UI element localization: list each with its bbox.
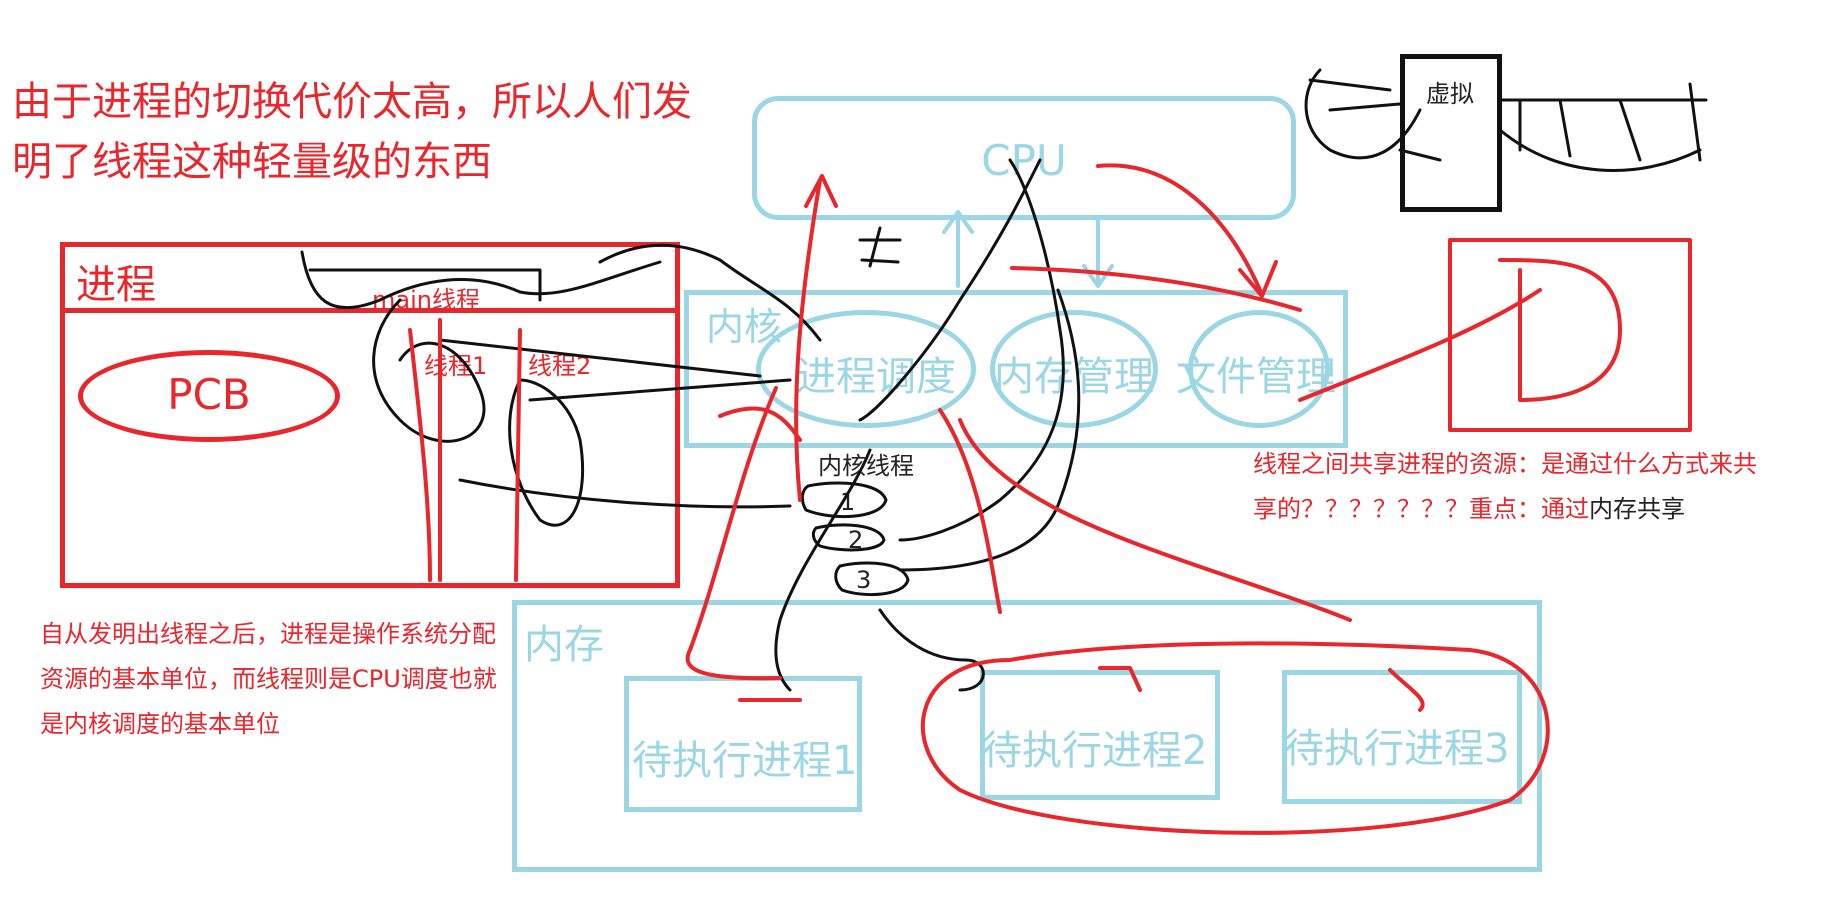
share-question-text: 线程之间共享进程的资源：是通过什么方式来共享的？？？？？？？重点：通过 — [1253, 450, 1757, 523]
thread-scribbles — [300, 158, 1081, 692]
virtual-box — [1400, 54, 1502, 212]
virtual-label: 虚拟 — [1426, 80, 1474, 108]
scheduler-label: 进程调度 — [796, 354, 956, 400]
cpu-label: CPU — [981, 136, 1067, 185]
pending-process-2-box — [980, 670, 1220, 800]
memory-mgmt-label: 内存管理 — [994, 354, 1154, 400]
cpu-box — [752, 96, 1296, 220]
process-header-divider — [60, 308, 680, 313]
share-answer-text: 内存共享 — [1589, 495, 1685, 523]
virtual-scribbles — [1304, 68, 1708, 172]
memory-label: 内存 — [524, 622, 604, 668]
memory-box — [512, 600, 1542, 872]
thread1-label: 线程1 — [424, 352, 488, 380]
kernel-thread-1-label: 1 — [840, 488, 856, 516]
kernel-thread-3-label: 3 — [856, 566, 872, 594]
scheduler-oval — [756, 310, 976, 428]
cpu-kernel-arrows — [942, 210, 1114, 288]
process-title: 进程 — [76, 262, 156, 308]
after-threads-note: 自从发明出线程之后，进程是操作系统分配资源的基本单位，而线程则是CPU调度也就是… — [40, 620, 497, 738]
file-mgmt-label: 文件管理 — [1176, 354, 1336, 400]
kernel-thread-2-label: 2 — [848, 526, 864, 554]
pending-process-3-label: 待执行进程3 — [1284, 726, 1510, 772]
share-resources-note: 线程之间共享进程的资源：是通过什么方式来共享的？？？？？？？重点：通过内存共享 — [1253, 442, 1773, 532]
pending-process-2-label: 待执行进程2 — [982, 728, 1208, 774]
process-box — [60, 242, 680, 588]
memory-mgmt-oval — [990, 310, 1158, 428]
pending-process-3-box — [1282, 670, 1522, 804]
pending-process-1-label: 待执行进程1 — [632, 738, 858, 784]
red-arrows — [408, 163, 1692, 835]
pcb-ellipse — [78, 350, 340, 442]
file-mgmt-oval — [1188, 310, 1330, 428]
pcb-label: PCB — [167, 370, 251, 419]
intro-note: 由于进程的切换代价太高，所以人们发明了线程这种轻量级的东西 — [12, 79, 692, 185]
